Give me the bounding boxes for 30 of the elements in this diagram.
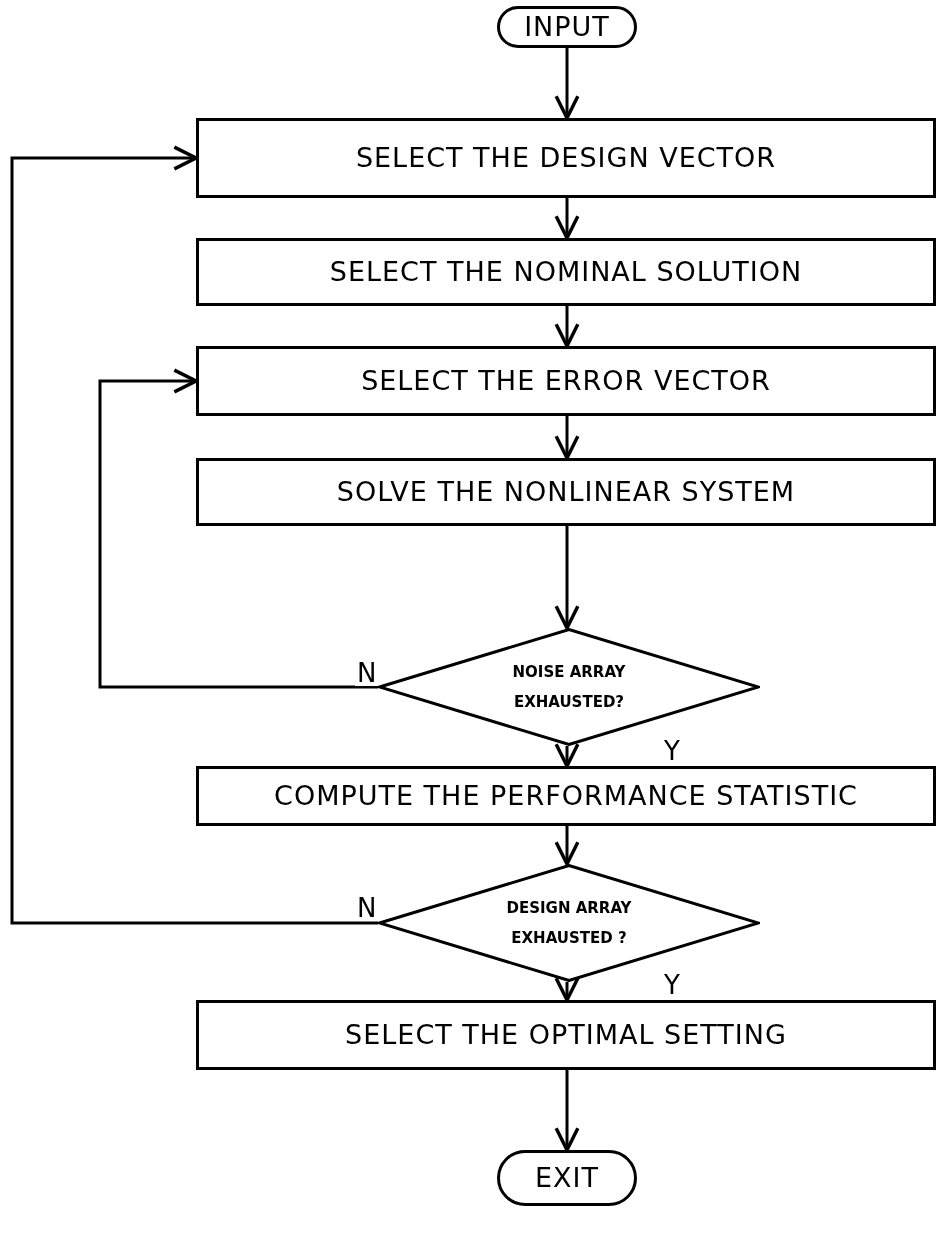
step-label: SELECT THE ERROR VECTOR <box>361 363 771 398</box>
arrow <box>98 368 378 689</box>
step-label: SELECT THE OPTIMAL SETTING <box>345 1017 787 1052</box>
arrow <box>554 976 580 1002</box>
step-label: EXIT <box>535 1160 599 1195</box>
step-label: INPUT <box>524 9 610 44</box>
process-box <box>196 238 936 306</box>
arrow <box>554 416 580 460</box>
process-box <box>196 346 936 416</box>
edge-label: N <box>355 660 379 686</box>
decision-text: DESIGN ARRAY EXHAUSTED ? <box>505 898 633 949</box>
arrow <box>554 1070 580 1152</box>
terminal-box <box>497 6 637 48</box>
step-label: SOLVE THE NONLINEAR SYSTEM <box>336 474 796 509</box>
step-label: SELECT THE DESIGN VECTOR <box>355 140 777 175</box>
step-label: COMPUTE THE PERFORMANCE STATISTIC <box>274 778 858 813</box>
terminal-box <box>497 1150 637 1206</box>
step-label: SELECT THE NOMINAL SOLUTION <box>329 254 803 289</box>
process-box <box>196 458 936 526</box>
arrow <box>554 48 580 120</box>
arrow <box>554 306 580 348</box>
process-box <box>196 1000 936 1070</box>
process-box <box>196 118 936 198</box>
decision-text: NOISE ARRAY EXHAUSTED? <box>511 662 627 713</box>
process-box <box>196 766 936 826</box>
arrow <box>554 826 580 866</box>
arrow <box>554 198 580 240</box>
arrow <box>554 742 580 768</box>
arrow <box>10 145 378 925</box>
arrow <box>554 526 580 630</box>
